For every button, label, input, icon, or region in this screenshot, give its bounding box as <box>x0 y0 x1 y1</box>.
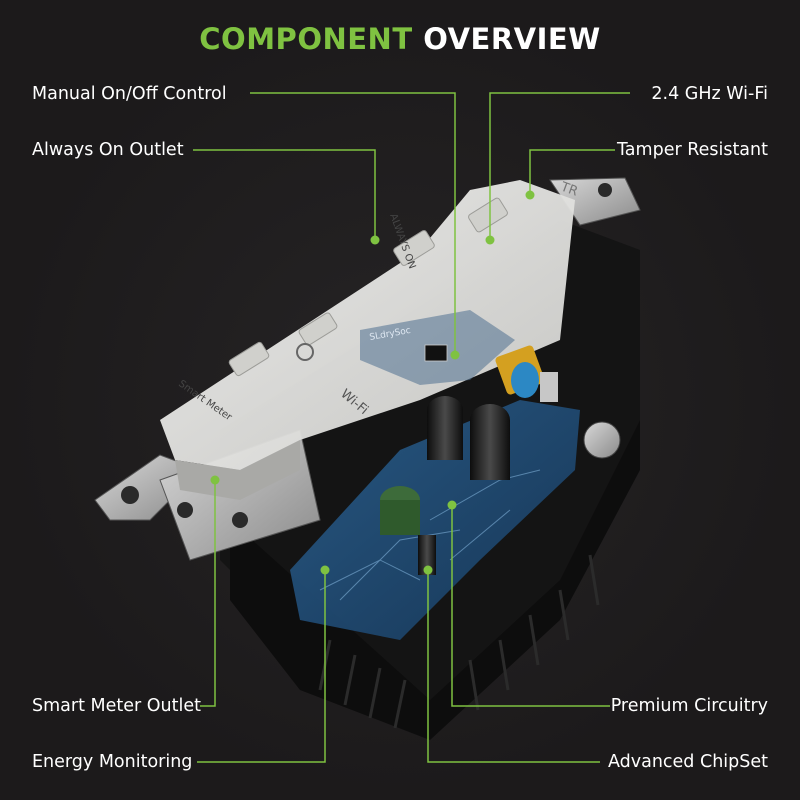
callout-always-on: Always On Outlet <box>32 140 184 160</box>
callout-smart-meter-outlet: Smart Meter Outlet <box>32 696 201 716</box>
callout-wifi: 2.4 GHz Wi-Fi <box>651 84 768 104</box>
callout-tamper: Tamper Resistant <box>617 140 768 160</box>
power-icon <box>296 343 314 361</box>
face-text-tr: TR <box>558 179 580 199</box>
title-accent: COMPONENT <box>199 22 413 56</box>
callout-dots <box>210 190 535 575</box>
callout-lines <box>193 92 630 763</box>
callout-energy-monitoring: Energy Monitoring <box>32 752 193 772</box>
circuit-board: SLdrySoc <box>290 310 580 640</box>
title-rest: OVERVIEW <box>423 22 601 56</box>
callout-premium-circuitry: Premium Circuitry <box>610 696 768 716</box>
callout-manual-control: Manual On/Off Control <box>32 84 227 104</box>
callout-advanced-chipset: Advanced ChipSet <box>607 752 768 772</box>
page-title: COMPONENT OVERVIEW <box>0 22 800 56</box>
outlet-face: ALWAYS ON Smart Meter Wi-Fi TR <box>160 179 580 500</box>
